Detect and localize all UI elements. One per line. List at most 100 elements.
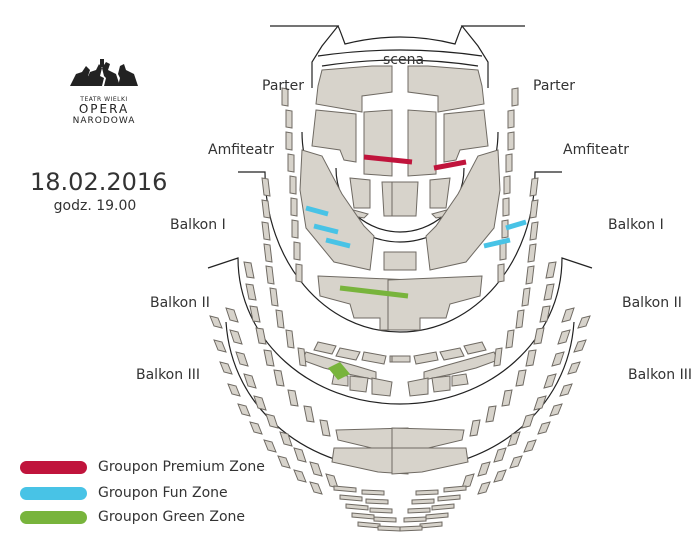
box-col-b-6-left[interactable] [275,309,285,329]
green-zone-balkon[interactable] [328,362,350,380]
box-col-e-1-left[interactable] [213,339,227,353]
box-col-e-9-right[interactable] [477,481,491,495]
box-col-c-7-right[interactable] [485,405,497,423]
balkon3-row-m-3-right[interactable] [403,516,427,523]
box-col-d-0-left[interactable] [225,307,239,323]
box-col-e-7-left[interactable] [277,455,291,469]
box-col-d-0-right[interactable] [561,307,575,323]
box-col-e-8-right[interactable] [493,469,507,483]
balkon3-row-m-2-left[interactable] [369,507,393,514]
balkon3-row-m-1-right[interactable] [411,498,435,505]
box-col-d-6-right[interactable] [507,431,521,447]
box-col-e-4-right[interactable] [549,403,563,417]
balkon1-row-b-left[interactable] [335,347,361,361]
box-col-d-4-left[interactable] [253,395,267,411]
balkon3-row-m-4-right[interactable] [399,525,423,532]
box-col-d-8-left[interactable] [309,461,323,477]
box-col-e-0-right[interactable] [577,315,591,329]
box-col-c-6-left[interactable] [287,389,299,407]
box-col-c-7-left[interactable] [303,405,315,423]
box-col-a-7-right[interactable] [499,241,507,261]
balkon3-row-m-3-left[interactable] [373,516,397,523]
balkon3-row-l-2-left[interactable] [345,503,369,511]
balkon1-row-f-right[interactable] [451,373,469,387]
box-col-e-9-left[interactable] [309,481,323,495]
balkon2-row-b-right[interactable] [391,447,469,475]
box-col-c-8-left[interactable] [319,419,331,437]
box-col-a-0-right[interactable] [511,87,519,107]
box-col-a-5-right[interactable] [502,197,510,217]
balkon3-row-l-4-left[interactable] [357,521,381,529]
balkon3-row-m-1-left[interactable] [365,498,389,505]
box-col-d-3-left[interactable] [243,373,257,389]
fun-zone-right-a[interactable] [505,219,527,231]
box-col-c-4-left[interactable] [263,349,275,367]
box-col-c-1-right[interactable] [543,283,555,301]
box-col-d-1-left[interactable] [229,329,243,345]
balkon1-row-c-left[interactable] [361,351,387,365]
box-col-d-5-right[interactable] [521,413,535,429]
balkon3-row-l-1-right[interactable] [437,494,461,502]
balkon3-row-l-0-left[interactable] [333,485,357,493]
box-col-a-4-left[interactable] [289,175,297,195]
box-col-e-2-left[interactable] [219,361,233,375]
box-col-a-8-right[interactable] [497,263,505,283]
amfiteatr-back-block-right[interactable] [387,275,483,331]
parter-side-block-right[interactable] [443,109,489,163]
fun-zone-left-c[interactable] [325,237,351,249]
box-col-b-1-right[interactable] [529,199,539,219]
fun-zone-left-b[interactable] [313,223,339,235]
box-col-d-3-right[interactable] [543,373,557,389]
box-col-c-4-right[interactable] [525,349,537,367]
box-col-d-4-right[interactable] [533,395,547,411]
box-col-c-2-left[interactable] [249,305,261,323]
balkon1-row-h-left[interactable] [371,377,393,397]
box-col-b-2-left[interactable] [261,221,271,241]
balkon1-row-h-right[interactable] [407,377,429,397]
box-col-d-2-right[interactable] [551,351,565,367]
box-col-d-5-left[interactable] [265,413,279,429]
amfiteatr-side-block-left[interactable] [299,149,375,271]
box-col-e-4-left[interactable] [237,403,251,417]
balkon3-row-l-1-left[interactable] [339,494,363,502]
box-col-c-0-right[interactable] [545,261,557,279]
box-col-a-1-right[interactable] [507,109,515,129]
premium-zone-right[interactable] [433,159,467,171]
balkon3-row-l-2-right[interactable] [431,503,455,511]
parter-side-block-left[interactable] [311,109,357,163]
box-col-b-7-left[interactable] [285,329,295,349]
box-col-a-3-right[interactable] [505,153,513,173]
fun-zone-left-a[interactable] [305,205,329,217]
premium-zone-left[interactable] [363,154,413,165]
box-col-b-5-right[interactable] [521,287,531,307]
box-col-b-1-left[interactable] [261,199,271,219]
balkon3-row-l-4-right[interactable] [419,521,443,529]
balkon1-row-a-right[interactable] [463,341,487,355]
box-col-d-7-right[interactable] [493,447,507,463]
box-col-c-3-left[interactable] [255,327,267,345]
box-col-a-7-left[interactable] [293,241,301,261]
box-col-e-8-left[interactable] [293,469,307,483]
box-col-a-4-right[interactable] [503,175,511,195]
balkon3-row-m-0-right[interactable] [415,489,439,496]
box-col-e-1-right[interactable] [573,339,587,353]
parter-back-block-a-right[interactable] [429,177,451,209]
box-col-a-2-right[interactable] [507,131,515,151]
box-col-b-4-left[interactable] [265,265,275,285]
box-col-b-2-right[interactable] [529,221,539,241]
parter-center-block-left[interactable] [363,109,393,177]
box-col-e-2-right[interactable] [567,361,581,375]
box-col-a-1-left[interactable] [285,109,293,129]
parter-center-block-right[interactable] [407,109,437,177]
box-col-c-5-right[interactable] [515,369,527,387]
box-col-b-6-right[interactable] [515,309,525,329]
box-col-b-0-left[interactable] [261,177,271,197]
parter-back-block-a-left[interactable] [349,177,371,209]
box-col-a-0-left[interactable] [281,87,289,107]
balkon3-row-l-0-right[interactable] [443,485,467,493]
box-col-d-1-right[interactable] [557,329,571,345]
amfiteatr-side-block-right[interactable] [425,149,501,271]
box-col-b-0-right[interactable] [529,177,539,197]
box-col-e-5-left[interactable] [249,421,263,435]
box-col-b-8-left[interactable] [297,347,307,367]
